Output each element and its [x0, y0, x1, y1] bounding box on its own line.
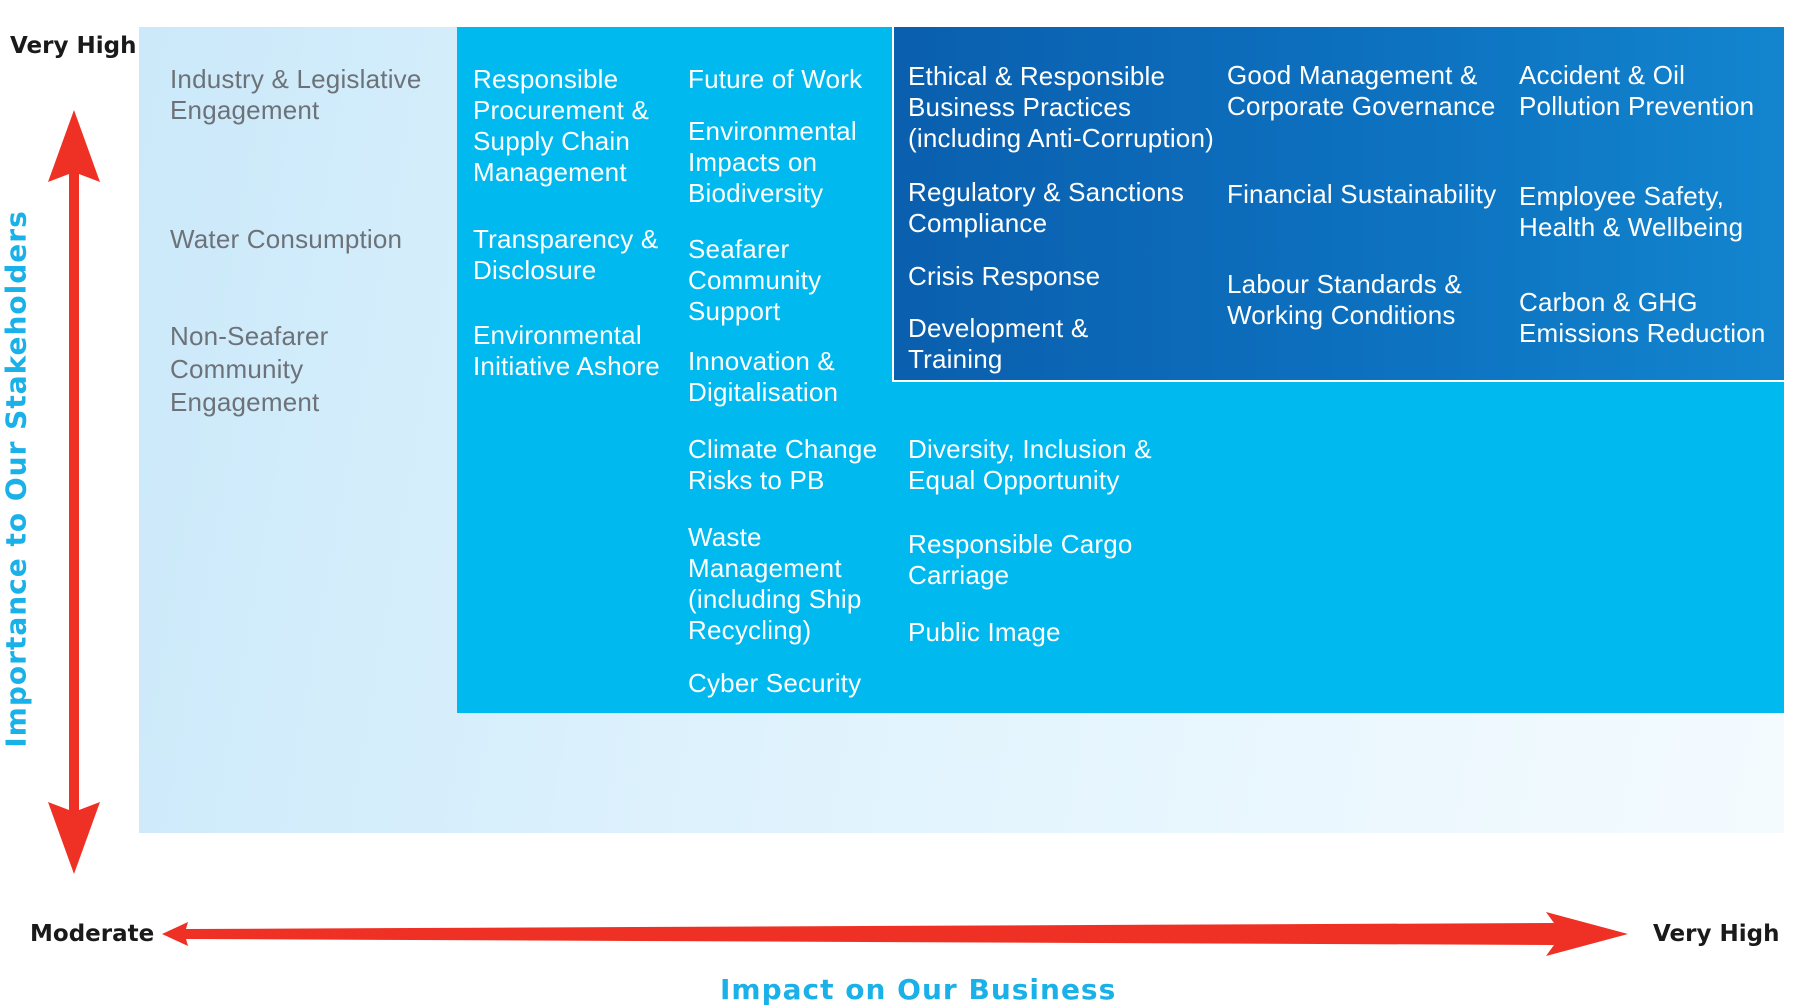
topic-text: Responsible Procurement & Supply Chain M… — [473, 64, 650, 187]
topic-transparency-disclosure: Transparency & Disclosure — [473, 224, 673, 286]
topic-cyber-security: Cyber Security — [688, 668, 861, 699]
x-axis-left-label: Moderate — [30, 921, 155, 947]
topic-text: Innovation & Digitalisation — [688, 346, 839, 407]
topic-text: Ethical & Responsible Business Practices… — [908, 61, 1214, 153]
very-high-importance-zone — [892, 27, 1784, 382]
topic-text: Climate Change Risks to PB — [688, 434, 878, 495]
topic-text: Employee Safety, Health & Wellbeing — [1519, 181, 1744, 242]
topic-regulatory-sanctions-compliance: Regulatory & Sanctions Compliance — [908, 177, 1198, 239]
topic-future-of-work: Future of Work — [688, 64, 862, 95]
topic-text: Regulatory & Sanctions Compliance — [908, 177, 1185, 238]
topic-public-image: Public Image — [908, 617, 1061, 648]
horizontal-axis-arrow — [162, 912, 1628, 956]
topic-water-consumption: Water Consumption — [170, 224, 402, 255]
topic-environmental-impacts-biodiversity: Environmental Impacts on Biodiversity — [688, 116, 868, 209]
topic-development-training: Development & Training — [908, 313, 1108, 375]
topic-labour-standards: Labour Standards & Working Conditions — [1227, 269, 1497, 331]
topic-text: Industry & Legislative Engagement — [170, 64, 422, 125]
topic-responsible-cargo-carriage: Responsible Cargo Carriage — [908, 529, 1178, 591]
topic-text: Public Image — [908, 617, 1061, 647]
y-axis-top-label: Very High — [10, 33, 137, 59]
topic-text: Water Consumption — [170, 224, 403, 254]
topic-text: Accident & Oil Pollution Prevention — [1519, 60, 1755, 121]
topic-diversity-inclusion: Diversity, Inclusion & Equal Opportunity — [908, 434, 1178, 496]
topic-financial-sustainability: Financial Sustainability — [1227, 179, 1496, 210]
topic-text: Carbon & GHG Emissions Reduction — [1519, 287, 1766, 348]
topic-text: Development & Training — [908, 313, 1089, 374]
topic-text: Non-Seafarer Community Engagement — [170, 321, 329, 417]
topic-text: Crisis Response — [908, 261, 1101, 291]
topic-text: Transparency & Disclosure — [473, 224, 659, 285]
topic-text: Good Management & Corporate Governance — [1227, 60, 1496, 121]
vertical-arrow-shape — [48, 110, 100, 874]
topic-accident-oil-pollution: Accident & Oil Pollution Prevention — [1519, 60, 1769, 122]
x-axis-right-label: Very High — [1653, 921, 1780, 947]
topic-good-management-governance: Good Management & Corporate Governance — [1227, 60, 1517, 122]
topic-text: Labour Standards & Working Conditions — [1227, 269, 1462, 330]
topic-carbon-ghg-emissions: Carbon & GHG Emissions Reduction — [1519, 287, 1784, 349]
topic-text: Waste Management (including Ship Recycli… — [688, 522, 862, 645]
topic-text: Environmental Impacts on Biodiversity — [688, 116, 857, 208]
topic-text: Responsible Cargo Carriage — [908, 529, 1133, 590]
topic-seafarer-community-support: Seafarer Community Support — [688, 234, 848, 327]
topic-text: Seafarer Community Support — [688, 234, 822, 326]
topic-text: Financial Sustainability — [1227, 179, 1497, 209]
horizontal-arrow-shape — [162, 912, 1628, 956]
topic-innovation-digitalisation: Innovation & Digitalisation — [688, 346, 848, 408]
topic-employee-safety-health: Employee Safety, Health & Wellbeing — [1519, 181, 1764, 243]
y-axis-title: Importance to Our Stakeholders — [0, 210, 33, 748]
topic-industry-legislative-engagement: Industry & Legislative Engagement — [170, 64, 430, 126]
topic-non-seafarer-community-engagement: Non-Seafarer Community Engagement — [170, 320, 350, 419]
topic-text: Environmental Initiative Ashore — [473, 320, 660, 381]
topic-crisis-response: Crisis Response — [908, 261, 1100, 292]
topic-waste-management: Waste Management (including Ship Recycli… — [688, 522, 878, 646]
topic-climate-change-risks: Climate Change Risks to PB — [688, 434, 888, 496]
x-axis-title: Impact on Our Business — [720, 973, 1117, 1006]
topic-text: Diversity, Inclusion & Equal Opportunity — [908, 434, 1152, 495]
topic-responsible-procurement: Responsible Procurement & Supply Chain M… — [473, 64, 673, 188]
topic-ethical-business-practices: Ethical & Responsible Business Practices… — [908, 61, 1226, 154]
topic-environmental-initiative-ashore: Environmental Initiative Ashore — [473, 320, 673, 382]
topic-text: Cyber Security — [688, 668, 862, 698]
topic-text: Future of Work — [688, 64, 863, 94]
vertical-axis-arrow — [48, 110, 100, 874]
